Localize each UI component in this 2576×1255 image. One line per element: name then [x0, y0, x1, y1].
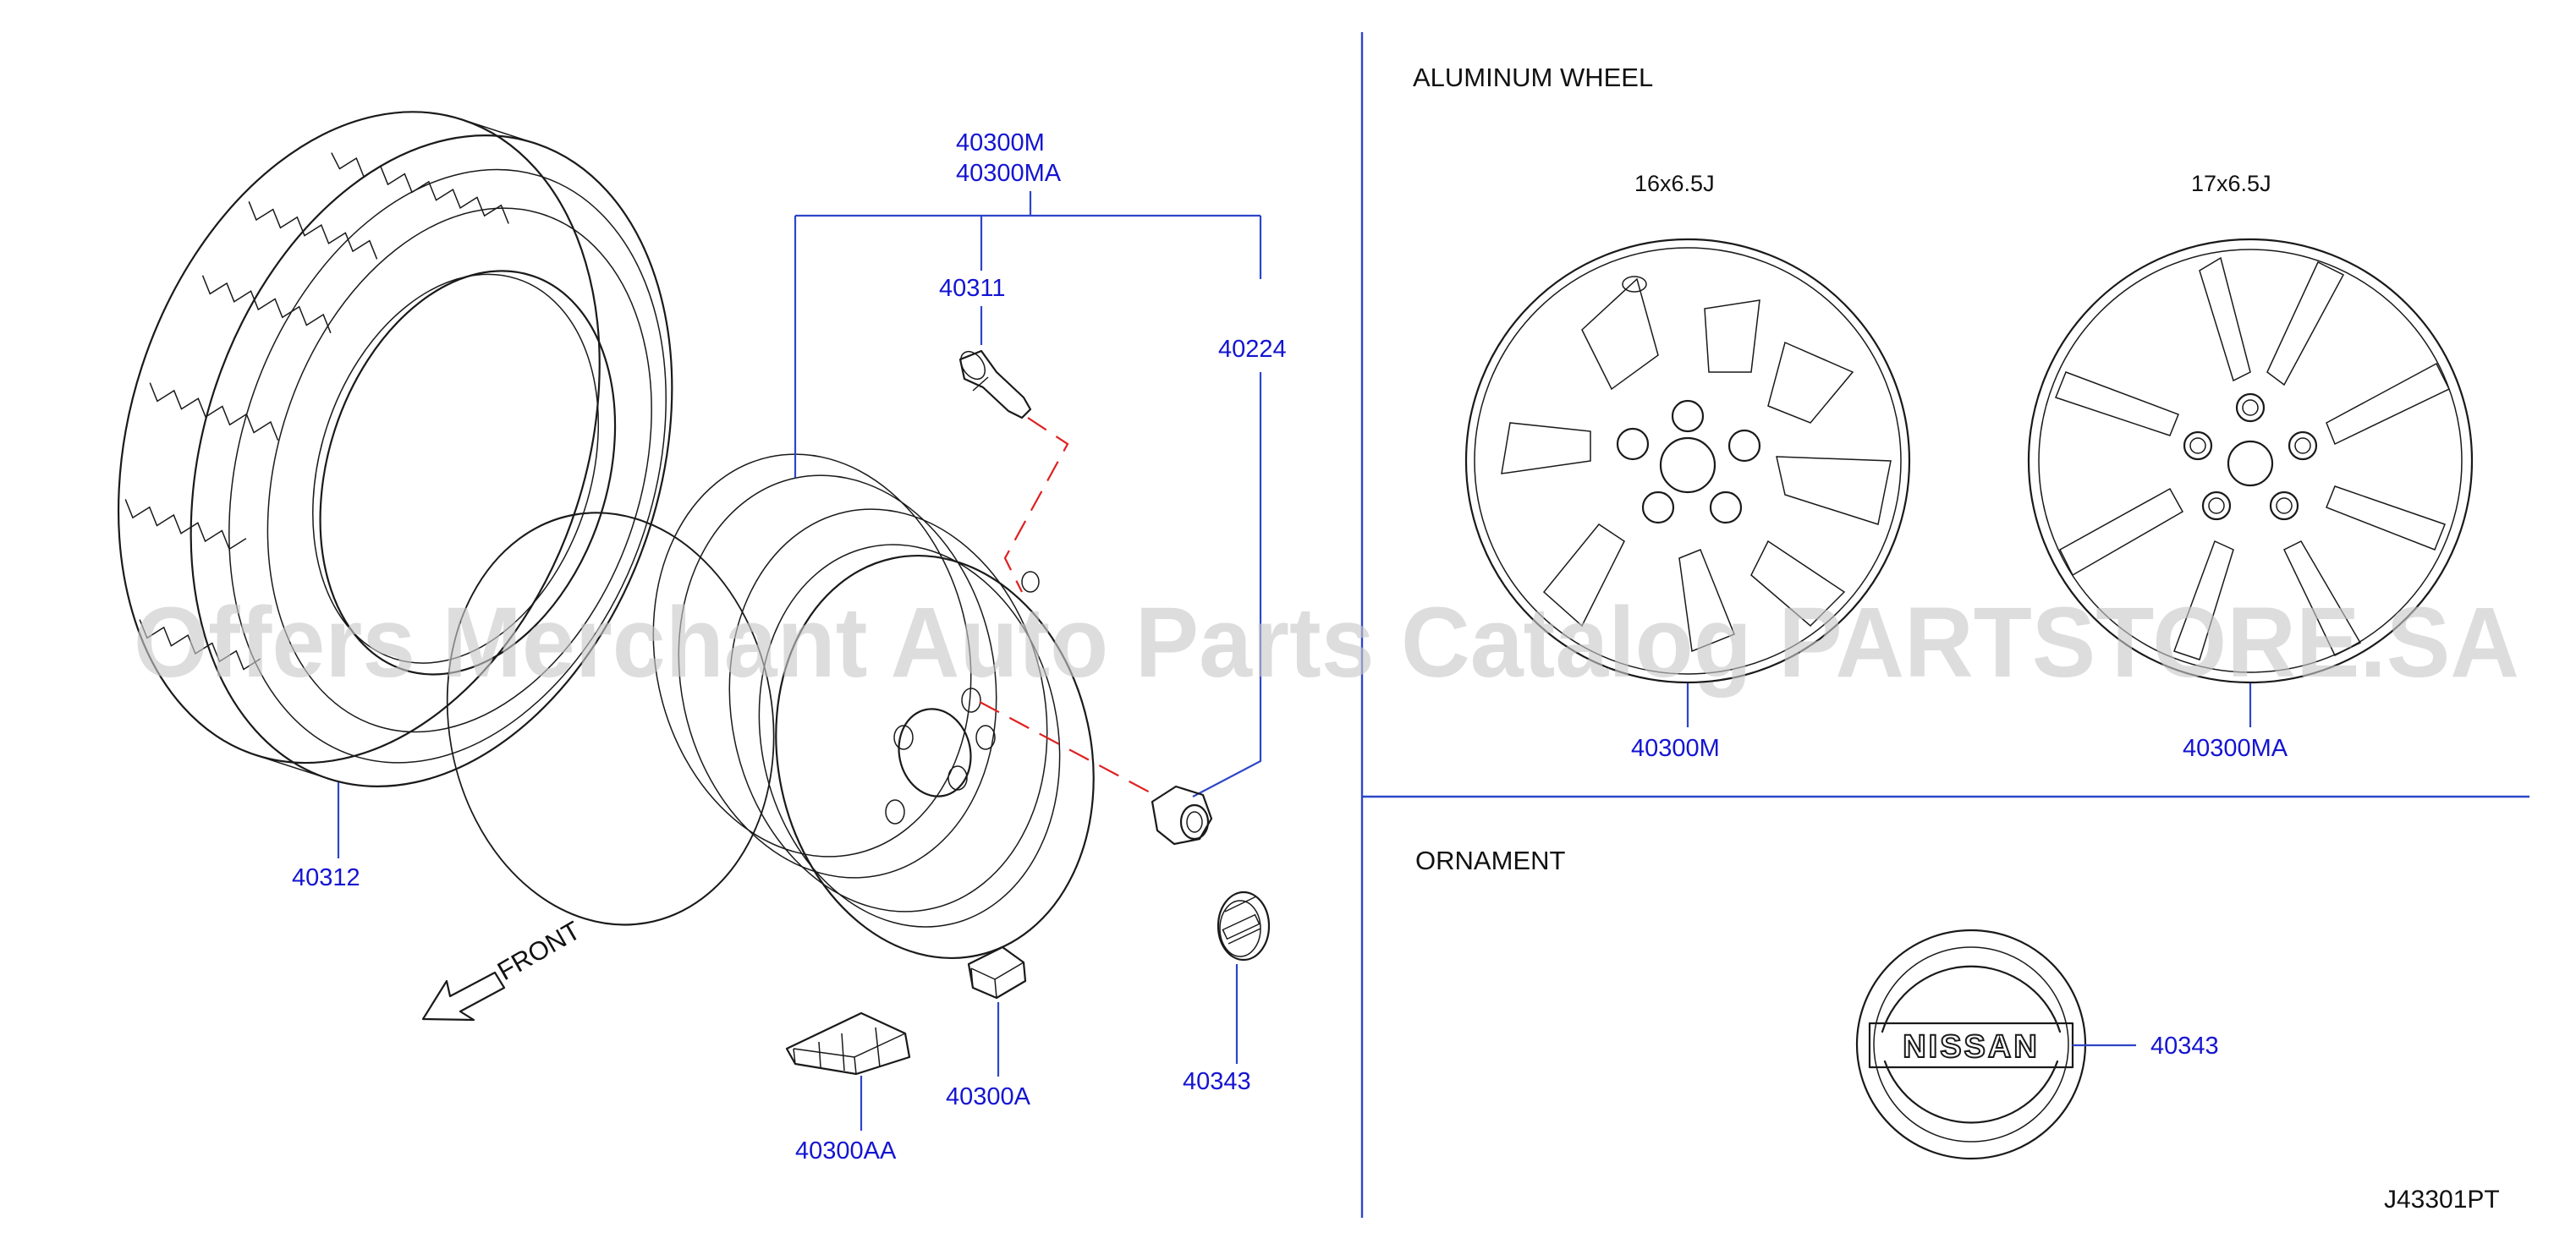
balance-weight-strip-illustration	[785, 1011, 911, 1076]
assembly-line-nut	[979, 701, 1156, 796]
nissan-logo-text: NISSAN	[1903, 1029, 2040, 1065]
wheel-size-16: 16x6.5J	[1634, 171, 1715, 196]
part-number-nut[interactable]: 40224	[1218, 336, 1287, 363]
balance-weight-illustration	[967, 945, 1027, 1000]
part-number-ornament-small[interactable]: 40343	[1183, 1068, 1251, 1095]
wheel-nut-illustration	[1151, 785, 1213, 846]
section-title-ornament: ORNAMENT	[1415, 846, 1565, 875]
section-title-aluminum-wheel: ALUMINUM WHEEL	[1413, 63, 1653, 92]
leader-nut	[1192, 372, 1262, 797]
part-number-balance-weight-strip[interactable]: 40300AA	[795, 1137, 897, 1165]
part-number-wheel-set-m[interactable]: 40300M	[956, 129, 1045, 156]
front-arrow-icon	[421, 971, 506, 1022]
part-number-balance-weight[interactable]: 40300A	[946, 1083, 1031, 1110]
leader-wheel-set-bracket	[794, 191, 1262, 478]
watermark-text: Offers Merchant Auto Parts Catalog PARTS…	[134, 587, 2519, 699]
part-number-valve[interactable]: 40311	[939, 275, 1006, 302]
drawing-code: J43301PT	[2384, 1186, 2500, 1214]
part-number-ornament-large[interactable]: 40343	[2150, 1033, 2219, 1060]
assembly-line-valve	[1003, 417, 1069, 593]
tire-illustration	[117, 111, 673, 787]
part-number-aluminum-17[interactable]: 40300MA	[2183, 735, 2288, 762]
nissan-ornament-illustration: NISSAN	[1855, 929, 2087, 1160]
part-number-wheel-set-ma[interactable]: 40300MA	[956, 160, 1062, 187]
part-number-aluminum-16[interactable]: 40300M	[1631, 735, 1720, 762]
wheel-size-17: 17x6.5J	[2191, 171, 2271, 196]
valve-stem-illustration	[958, 349, 1032, 419]
ornament-small-illustration	[1217, 891, 1271, 962]
part-number-tire[interactable]: 40312	[292, 864, 360, 891]
front-label: FRONT	[492, 915, 585, 986]
aluminum-wheel-16-illustration	[1464, 238, 1911, 684]
steel-wheel-illustration	[446, 453, 1095, 959]
aluminum-wheel-17-illustration	[2027, 238, 2474, 684]
